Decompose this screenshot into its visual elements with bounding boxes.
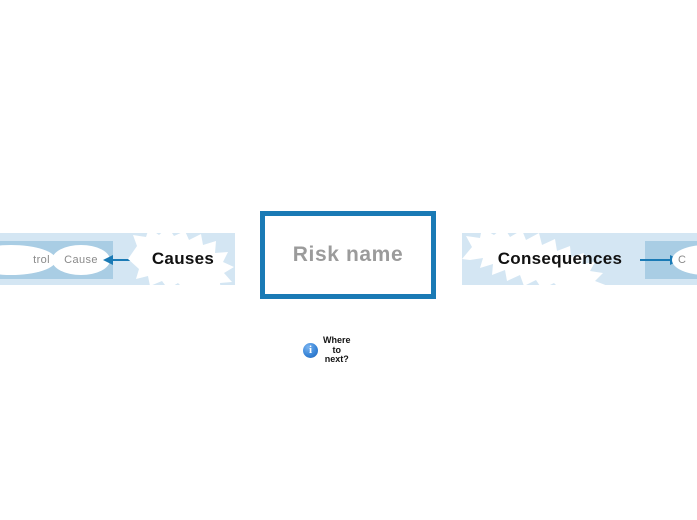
where-to-next-line-1: Where xyxy=(323,335,351,345)
callout-causes-label: Causes xyxy=(151,249,215,268)
starburst-shape-consequences xyxy=(462,227,608,292)
node-cause[interactable]: Cause xyxy=(52,245,110,275)
callout-causes[interactable]: Causes xyxy=(128,226,238,292)
info-icon[interactable]: i xyxy=(303,342,318,358)
risk-name-box[interactable]: Risk name xyxy=(260,211,436,299)
where-to-next-line-3: next? xyxy=(324,354,349,364)
where-to-next-line-2: to xyxy=(332,344,342,355)
callout-consequences[interactable]: Consequences xyxy=(462,226,658,292)
callout-consequences-label: Consequences xyxy=(497,249,623,268)
where-to-next-hint[interactable]: i Where to next? xyxy=(303,335,351,365)
where-to-next-label: Where to next? xyxy=(323,335,351,365)
risk-name-text: Risk name xyxy=(292,243,404,266)
starburst-shape-causes xyxy=(128,227,234,292)
